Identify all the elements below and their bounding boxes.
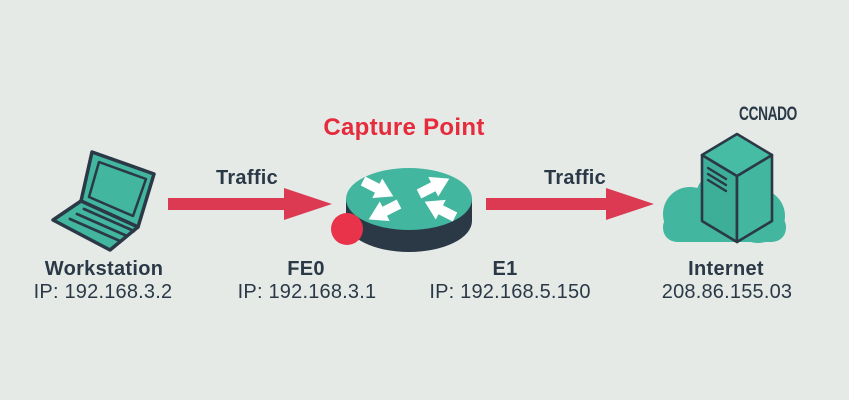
- router-interface-fe0-ip: IP: 192.168.3.1: [237, 281, 377, 303]
- server-vent-lines: [706, 166, 728, 193]
- workstation-laptop-icon: [51, 150, 156, 252]
- router-interface-e1-label: E1: [492, 258, 518, 280]
- router-interface-fe0-label: FE0: [287, 258, 325, 280]
- workstation-label: Workstation: [44, 258, 164, 280]
- internet-label: Internet: [688, 258, 764, 280]
- server-tower: [700, 132, 774, 244]
- router-icon: [331, 168, 472, 252]
- workstation-ip: IP: 192.168.3.2: [33, 281, 173, 303]
- right-traffic-label: Traffic: [543, 167, 607, 189]
- capture-point-dot: [331, 213, 363, 245]
- left-traffic-arrow-icon: [168, 188, 332, 220]
- left-traffic-label: Traffic: [215, 167, 279, 189]
- internet-ip: 208.86.155.03: [661, 281, 793, 303]
- keyboard-lines: [68, 207, 136, 243]
- router-interface-e1-ip: IP: 192.168.5.150: [429, 281, 591, 303]
- right-traffic-arrow-icon: [486, 188, 654, 220]
- internet-cloud-server-icon: [663, 132, 786, 244]
- watermark-text: CCNADO: [739, 104, 797, 125]
- capture-point-title: Capture Point: [323, 114, 485, 141]
